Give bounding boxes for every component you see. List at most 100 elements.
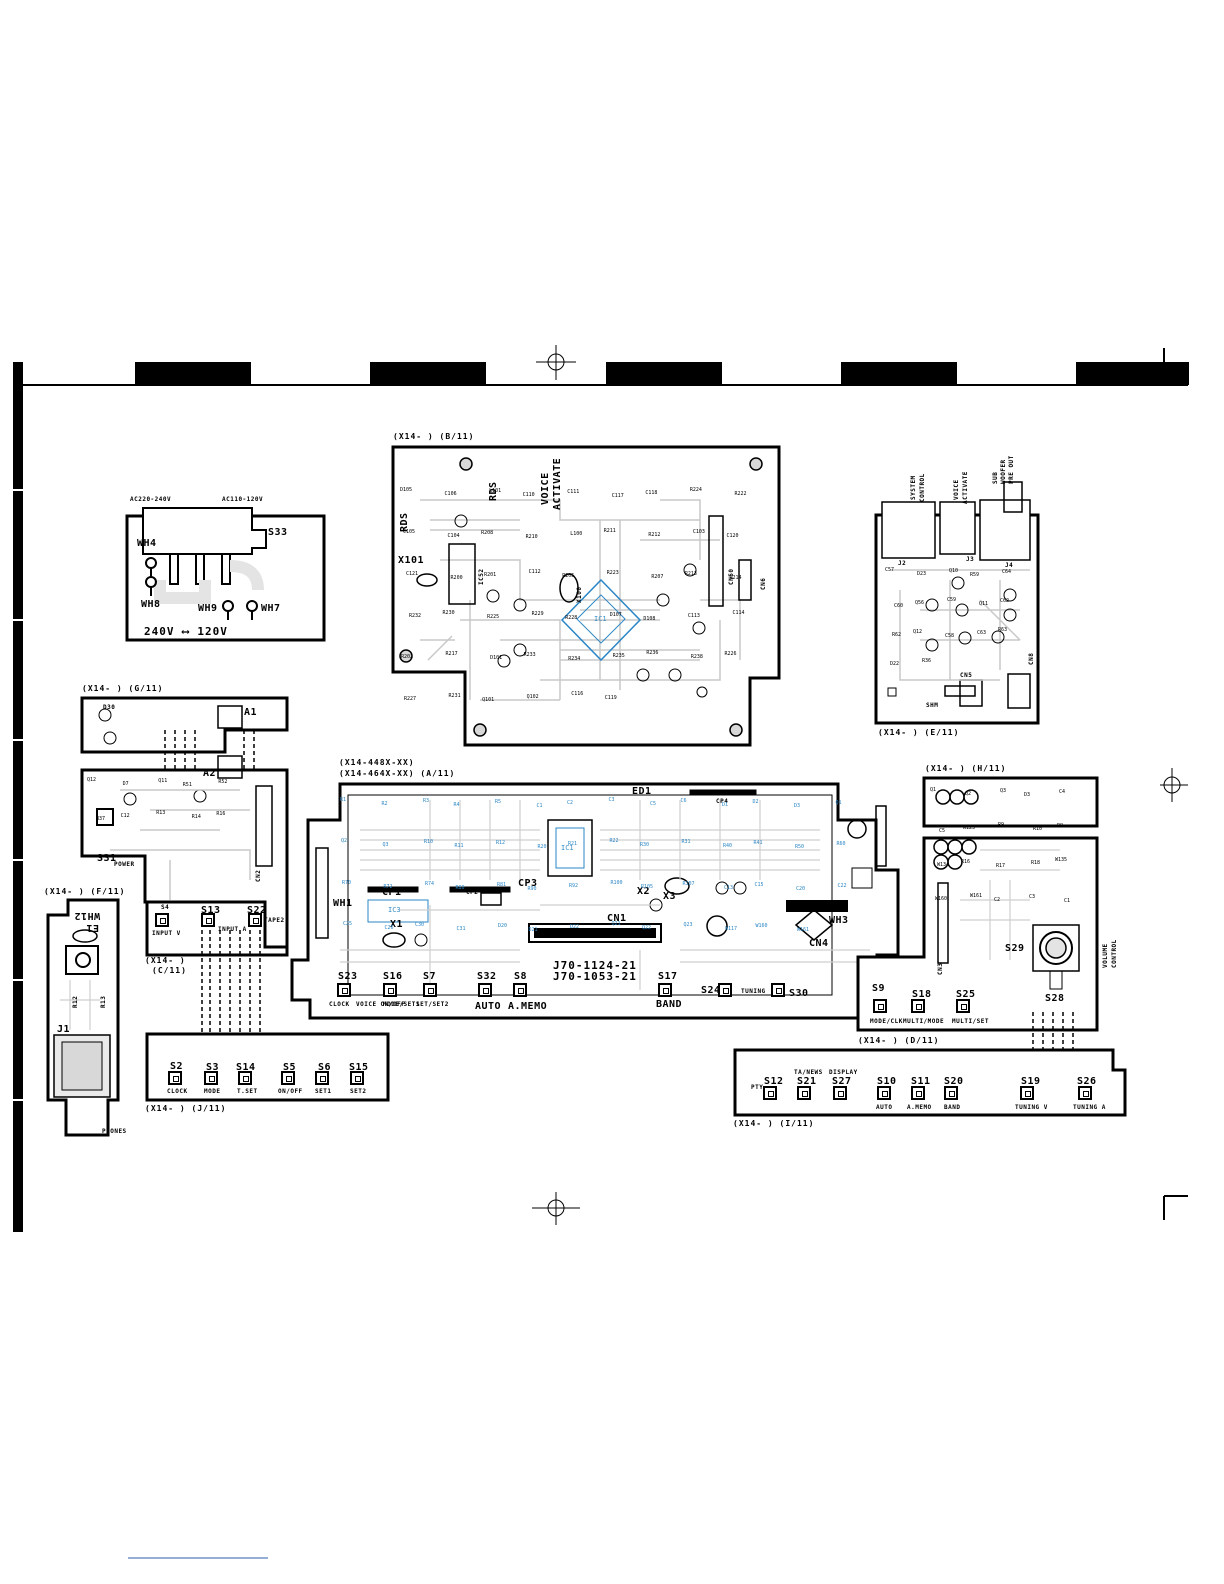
switch-s13[interactable] [201,913,215,927]
switch-s3-ref: S3 [206,1062,220,1073]
part-r50: R50 [795,844,805,851]
switch-s5[interactable] [281,1071,295,1085]
board-e-activate-label: ACTIVATE [962,471,969,504]
switch-s32[interactable] [478,983,492,997]
switch-s6-label: SET1 [315,1088,332,1095]
part-q11: Q11 [979,601,989,607]
part-l100: L100 [570,530,583,537]
part-w117: W117 [725,925,738,932]
switch-s3[interactable] [204,1071,218,1085]
switch-s11[interactable] [911,1086,925,1100]
switch-s8[interactable] [513,983,527,997]
board-e-j4: J4 [1005,562,1014,569]
part-w160: W160 [935,896,948,902]
switch-s25[interactable] [956,999,970,1013]
switch-s12[interactable] [763,1086,777,1100]
switch-s13-label: INPUT A [218,926,247,933]
switch-s15[interactable] [350,1071,364,1085]
part-c5: C5 [650,801,657,807]
part-r234: R234 [568,656,581,663]
switch-s10-label: AUTO [876,1104,893,1111]
board-b-x100: X100 [576,586,583,603]
switch-s23[interactable] [337,983,351,997]
switch-s22[interactable] [248,913,262,927]
board-d-volume: VOLUME [1102,943,1109,968]
part-r200: R200 [450,574,463,581]
switch-s9[interactable] [873,999,887,1013]
switch-s11-ref: S11 [911,1076,931,1087]
switch-s30[interactable] [771,983,785,997]
switch-s10[interactable] [877,1086,891,1100]
switch-s7[interactable] [423,983,437,997]
switch-s23-label: CLOCK [329,1001,350,1008]
switch-s20-ref: S20 [944,1076,964,1087]
registration-mark-bottom [532,1192,580,1225]
part-r223: R223 [606,569,619,576]
switch-s19[interactable] [1020,1086,1034,1100]
part-r3: R3 [423,798,430,804]
part-c58: C58 [945,633,955,639]
switch-s26[interactable] [1078,1086,1092,1100]
board-b-cn6: CN6 [760,577,767,590]
part-c63: C63 [977,630,987,636]
board-a [290,782,900,1020]
part-r229: R229 [531,610,544,617]
switch-s30-ref: S30 [789,988,809,999]
part-r63: R63 [998,627,1008,633]
part-c1: C1 [536,803,543,809]
part-r16: R16 [216,810,226,817]
part-c59: C59 [947,597,957,603]
part-r74: R74 [425,880,435,887]
left-bar-ticks [13,489,23,1101]
part-r10: R10 [1033,826,1043,832]
board-a-part-number-2: J70-1053-21 [553,970,637,983]
switch-s6[interactable] [315,1071,329,1085]
board-f-wh12: WH12 [74,910,101,921]
switch-s24-label: BAND [656,999,683,1010]
switch-s2[interactable] [168,1071,182,1085]
left-margin-bar [13,362,23,1232]
switch-s22-label: TAPE2 [264,917,285,924]
switch-s4[interactable] [155,913,169,927]
part-c113: C113 [687,612,700,619]
part-r40: R40 [723,843,733,850]
board-a-x2: X2 [637,886,651,897]
part-q1: Q1 [835,800,842,806]
part-c121: C121 [406,570,419,577]
part-d21: D21 [528,926,538,933]
part-c119: C119 [604,695,617,702]
switch-s17[interactable] [658,983,672,997]
switch-s27[interactable] [833,1086,847,1100]
switch-s18[interactable] [911,999,925,1013]
switch-s16[interactable] [383,983,397,997]
switch-s4-label: INPUT V [152,930,181,937]
part-c5: C5 [939,828,946,834]
part-c57: C57 [885,567,895,573]
part-r2: R2 [381,801,388,807]
header-tabs [135,362,1188,385]
part-c2: C2 [994,897,1001,903]
part-d107: D107 [609,611,622,618]
switch-s20[interactable] [944,1086,958,1100]
board-a-wh3: WH3 [829,915,849,926]
switch-s21[interactable] [797,1086,811,1100]
switch-s6-ref: S6 [318,1062,332,1073]
switch-s14[interactable] [238,1071,252,1085]
board-a-ic3: IC3 [388,906,401,914]
part-r14: R14 [191,813,201,820]
switch-s14-ref: S14 [236,1062,256,1073]
part-l101: L101 [489,488,502,494]
board-a-part-number-1: J70-1124-21 [553,959,637,972]
part-d105: D105 [400,487,413,493]
part-r205: R205 [562,572,575,579]
part-d1: D1 [722,802,729,808]
switch-s10-ref: S10 [877,1076,897,1087]
part-r212: R212 [648,531,661,538]
board-a-cp4: CP4 [716,798,729,805]
part-q102: Q102 [526,694,539,701]
board-e-j2: J2 [898,560,907,567]
part-r236: R236 [646,650,659,657]
switch-s19-ref: S19 [1021,1076,1041,1087]
part-d3: D3 [794,803,801,809]
switch-s24[interactable] [718,983,732,997]
